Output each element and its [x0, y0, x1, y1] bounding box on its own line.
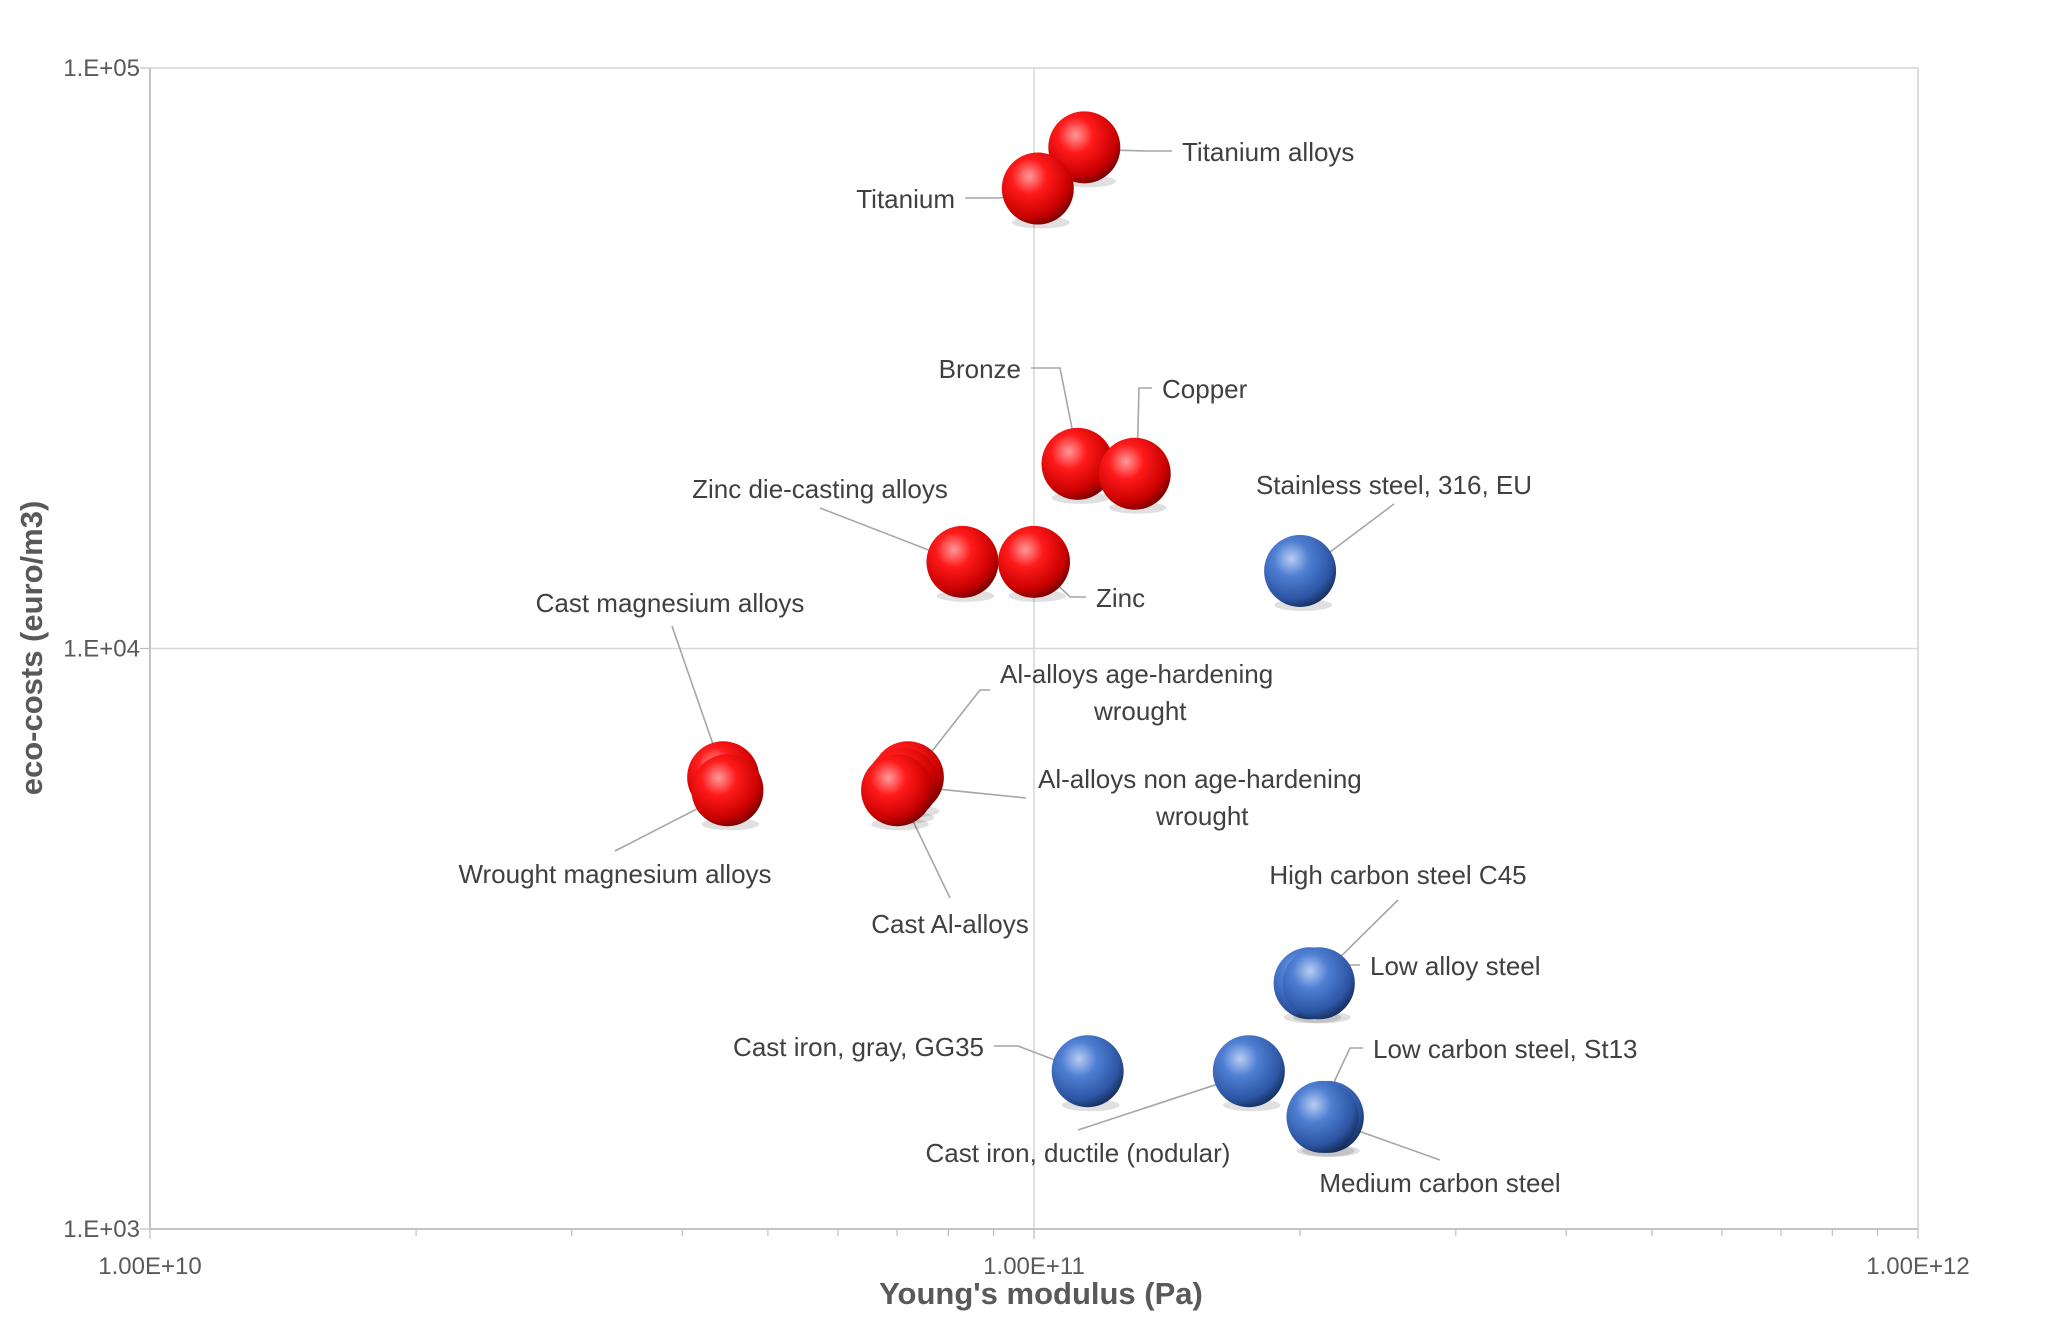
data-point	[691, 754, 764, 827]
point-label-line: wrought	[1093, 696, 1187, 726]
data-point	[1098, 437, 1171, 510]
data-point	[1001, 152, 1074, 225]
point-label: Al-alloys non age-hardening wrought	[1038, 764, 1362, 831]
x-axis-title: Young's modulus (Pa)	[879, 1276, 1203, 1311]
x-tick-label: 1.00E+10	[98, 1253, 201, 1280]
y-tick-label: 1.E+04	[63, 636, 140, 663]
x-tick-label: 1.00E+12	[1866, 1253, 1969, 1280]
point-label: Low alloy steel	[1370, 951, 1541, 981]
point-label: High carbon steel C45	[1269, 860, 1526, 890]
data-point	[1264, 534, 1337, 607]
plot-area	[149, 67, 1919, 1230]
data-point	[1282, 947, 1355, 1020]
point-label: Cast Al-alloys	[871, 909, 1029, 939]
data-point	[1286, 1080, 1359, 1153]
point-label: Cast iron, gray, GG35	[733, 1032, 984, 1062]
leader-line	[1031, 367, 1081, 467]
y-tick-label: 1.E+03	[63, 1216, 140, 1243]
point-label-line: wrought	[1155, 801, 1249, 831]
point-label: Al-alloys age-hardening wrought	[1000, 659, 1273, 726]
point-label: Low carbon steel, St13	[1373, 1034, 1638, 1064]
point-label: Titanium alloys	[1182, 137, 1354, 167]
data-point	[1048, 111, 1121, 184]
data-point	[1041, 427, 1114, 500]
point-label: Copper	[1162, 374, 1248, 404]
data-point	[998, 525, 1070, 598]
point-label-line: Al-alloys age-hardening	[1000, 659, 1273, 689]
data-point	[1051, 1035, 1124, 1108]
point-label: Wrought magnesium alloys	[458, 859, 771, 889]
point-labels: Titanium alloysTitaniumBronzeCopperZinc …	[458, 137, 1637, 1198]
tick-labels: 1.00E+10 1.00E+11 1.00E+12 1.E+03 1.E+04 1.E+…	[63, 55, 1969, 1280]
point-label: Stainless steel, 316, EU	[1256, 470, 1532, 500]
point-label: Zinc die-casting alloys	[692, 474, 948, 504]
point-label: Medium carbon steel	[1319, 1168, 1560, 1198]
data-point	[861, 754, 934, 827]
x-tick-label: 1.00E+11	[983, 1253, 1085, 1280]
point-label: Cast iron, ductile (nodular)	[926, 1138, 1231, 1168]
point-label: Zinc	[1096, 583, 1145, 613]
minor-tick-marks	[140, 67, 1919, 1239]
point-label: Bronze	[939, 354, 1021, 384]
y-axis-title: eco-costs (euro/m3)	[14, 501, 49, 796]
point-label: Cast magnesium alloys	[536, 588, 805, 618]
point-label: Titanium	[856, 184, 955, 214]
point-label-line: Al-alloys non age-hardening	[1038, 764, 1362, 794]
leader-line	[909, 689, 990, 780]
y-tick-label: 1.E+05	[63, 55, 140, 82]
data-point	[1212, 1035, 1285, 1108]
data-points	[687, 111, 1364, 1157]
data-point	[926, 525, 999, 598]
